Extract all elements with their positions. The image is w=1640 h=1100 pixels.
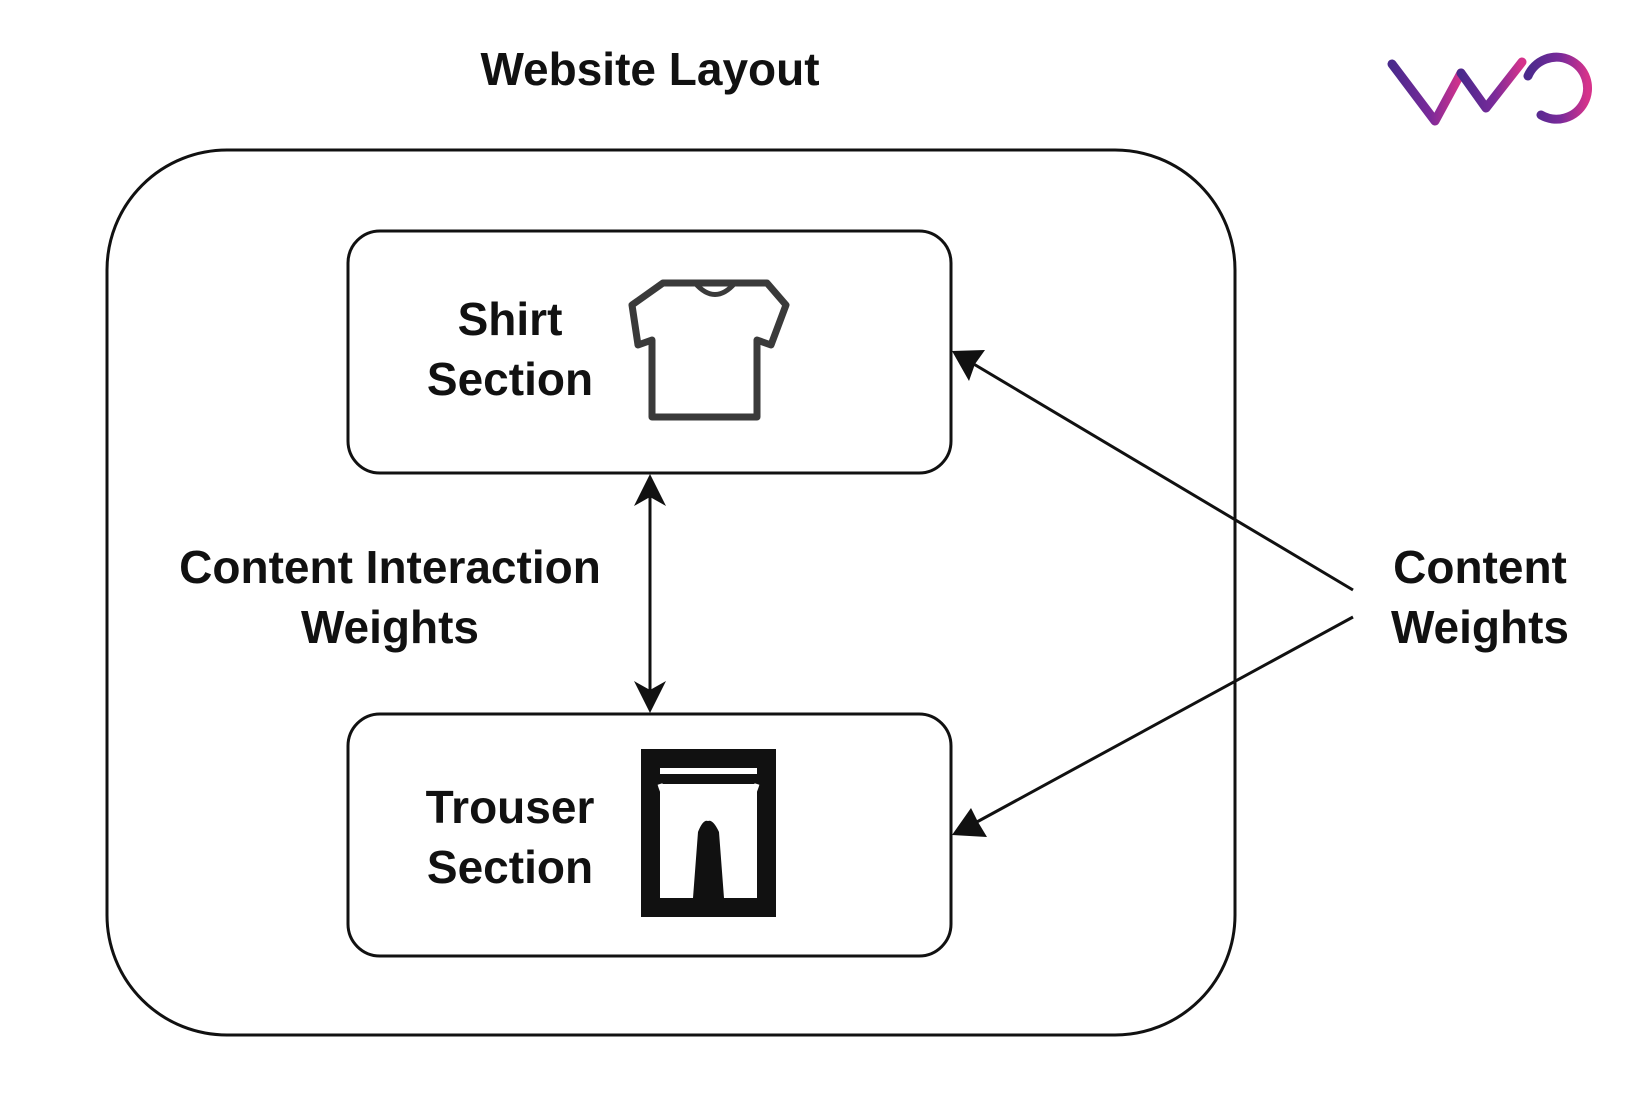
interaction-arrowhead-down: [634, 681, 666, 713]
page-title: Website Layout: [440, 40, 860, 100]
shirt-label-line1: Shirt: [457, 293, 563, 345]
interaction-arrowhead-up: [634, 474, 666, 506]
vwo-logo: [1387, 52, 1592, 126]
trouser-label-line2: Section: [426, 840, 594, 893]
website-container: [105, 148, 1237, 1037]
cia-label-line1: Content Interaction: [179, 541, 601, 593]
content-interaction-weights-label: Content Interaction Weights: [150, 538, 630, 658]
shirt-section-label: Shirt Section: [400, 290, 620, 410]
weight-arrowhead-shirt: [952, 350, 985, 381]
weight-arrow-to-trouser-line: [974, 615, 1354, 825]
cw-label-line2: Weights: [1390, 600, 1570, 653]
weight-arrowhead-trouser: [952, 808, 987, 837]
trouser-label-line1: Trouser: [425, 781, 595, 833]
trouser-section-label: Trouser Section: [400, 778, 620, 898]
content-weights-label: Content Weights: [1370, 538, 1590, 658]
cw-label-line1: Content: [1393, 541, 1567, 593]
cia-label-line2: Weights: [300, 600, 480, 653]
shirt-icon: [628, 279, 790, 421]
shirt-label-line2: Section: [426, 352, 594, 405]
title-text: Website Layout: [480, 43, 820, 95]
trousers-icon: [641, 749, 776, 917]
weight-arrow-to-shirt-line: [971, 361, 1354, 592]
